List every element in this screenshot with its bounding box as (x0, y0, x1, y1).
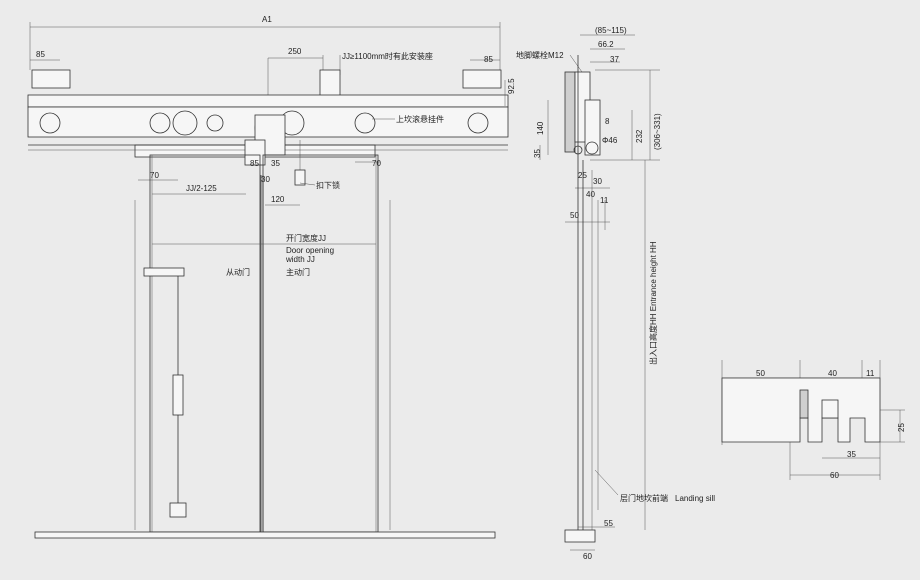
door-closer-bracket (143, 267, 185, 277)
opening-width-en-1: Door opening (286, 246, 334, 255)
dim-85-mid: 85 (250, 159, 259, 168)
side-sill (564, 529, 596, 543)
dim-120: 120 (271, 195, 285, 204)
dim-11-side: 11 (600, 196, 609, 205)
dim-a1: A1 (262, 15, 272, 24)
dim-35-mid: 35 (271, 159, 280, 168)
section-dim-11: 11 (866, 369, 875, 378)
dim-30-side: 30 (593, 177, 602, 186)
side-roller (585, 141, 599, 155)
section-dim-35: 35 (847, 450, 856, 459)
dim-140: 140 (536, 121, 545, 135)
dim-92-5: 92.5 (507, 78, 516, 94)
side-hanger (584, 99, 601, 156)
dim-30-mid: 30 (261, 175, 270, 184)
front-view: A1 85 85 250 JJ≥1100mm时有此安装座 92.5 (27, 15, 516, 539)
roller-left (39, 112, 61, 134)
opening-width-en-2: width JJ (285, 255, 315, 264)
dim-right-bracket: 85 (484, 55, 493, 64)
door-release-device (294, 169, 306, 186)
master-door-label: 主动门 (286, 267, 310, 277)
entrance-height-label: 出入口高度HH Entrance height HH (648, 241, 658, 365)
sill-section: 50 40 11 25 35 60 (721, 360, 906, 480)
dim-70-right: 70 (372, 159, 381, 168)
dim-range-85-115: (85~115) (595, 26, 627, 35)
dim-50-side: 50 (570, 211, 579, 220)
roller-right (467, 112, 489, 134)
upper-hanger-label: 上坎滚悬挂件 (396, 114, 444, 124)
door-release-label: 扣下锁 (316, 180, 340, 190)
opening-width-cn: 开门宽度JJ (286, 233, 326, 243)
left-bracket (31, 69, 71, 89)
dim-left-bracket: 85 (36, 50, 45, 59)
dim-250: 250 (288, 47, 302, 56)
slave-door-label: 从动门 (226, 267, 250, 277)
anchor-bolt-label: 地脚螺栓M12 (516, 50, 564, 60)
dim-40-side: 40 (586, 190, 595, 199)
closer-weight (172, 374, 184, 416)
dim-phi46: Φ46 (602, 136, 618, 145)
dim-70-left: 70 (150, 171, 159, 180)
slave-door-panel (149, 154, 261, 533)
section-dim-50: 50 (756, 369, 765, 378)
section-dim-40: 40 (828, 369, 837, 378)
right-bracket (462, 69, 502, 89)
master-door-panel (262, 154, 379, 533)
dim-60-side: 60 (583, 552, 592, 561)
front-sill (34, 531, 496, 539)
dim-55-side: 55 (604, 519, 613, 528)
side-wall-bracket (564, 71, 576, 153)
install-note: JJ≥1100mm时有此安装座 (342, 51, 433, 61)
dim-37: 37 (610, 55, 619, 64)
side-view: (85~115) 66.2 37 地脚螺栓M12 140 35 8 Φ46 23… (516, 26, 715, 561)
section-dim-25: 25 (897, 423, 906, 432)
landing-sill-cn: 层门地坎前端 (620, 493, 668, 503)
header-beam (27, 94, 509, 108)
dim-66-2: 66.2 (598, 40, 614, 49)
roller-main-1 (172, 110, 198, 136)
dim-35-side: 35 (533, 149, 542, 158)
dim-306-331: (306~331) (653, 113, 662, 150)
dim-232: 232 (635, 129, 644, 143)
dim-8: 8 (605, 117, 610, 126)
landing-sill-en: Landing sill (675, 494, 715, 503)
dim-half-jj: JJ/2-125 (186, 184, 217, 193)
section-dim-60: 60 (830, 471, 839, 480)
